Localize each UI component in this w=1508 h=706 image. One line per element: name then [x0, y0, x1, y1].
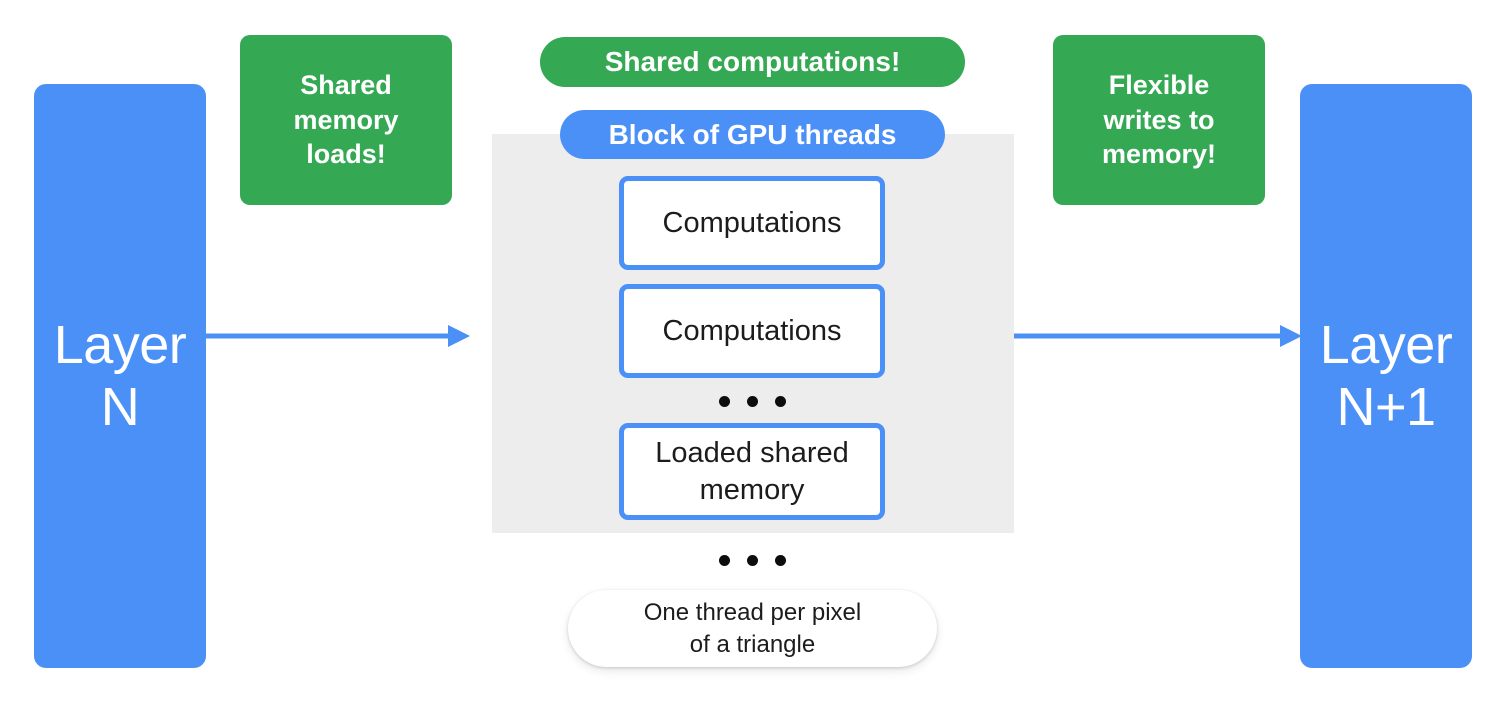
thread-box-computations-2: Computations — [619, 284, 885, 378]
callout-shared-memory-loads: Shared memory loads! — [240, 35, 452, 205]
dot-icon — [775, 555, 786, 566]
thread-box-computations-1: Computations — [619, 176, 885, 270]
dot-icon — [747, 555, 758, 566]
pill-shared-computations: Shared computations! — [540, 37, 965, 87]
arrow-block-to-layer-n-plus-1 — [1014, 321, 1302, 351]
ellipsis-inner-threads — [719, 396, 786, 407]
dot-icon — [719, 396, 730, 407]
layer-n-block: Layer N — [34, 84, 206, 668]
dot-icon — [747, 396, 758, 407]
arrow-layer-n-to-block — [206, 321, 470, 351]
ellipsis-outer-blocks — [719, 555, 786, 566]
pill-one-thread-per-pixel: One thread per pixel of a triangle — [568, 590, 937, 667]
layer-n-plus-1-block: Layer N+1 — [1300, 84, 1472, 668]
dot-icon — [719, 555, 730, 566]
dot-icon — [775, 396, 786, 407]
callout-flexible-writes-to-memory: Flexible writes to memory! — [1053, 35, 1265, 205]
thread-box-loaded-shared-memory: Loaded shared memory — [619, 423, 885, 520]
pill-block-of-gpu-threads: Block of GPU threads — [560, 110, 945, 159]
